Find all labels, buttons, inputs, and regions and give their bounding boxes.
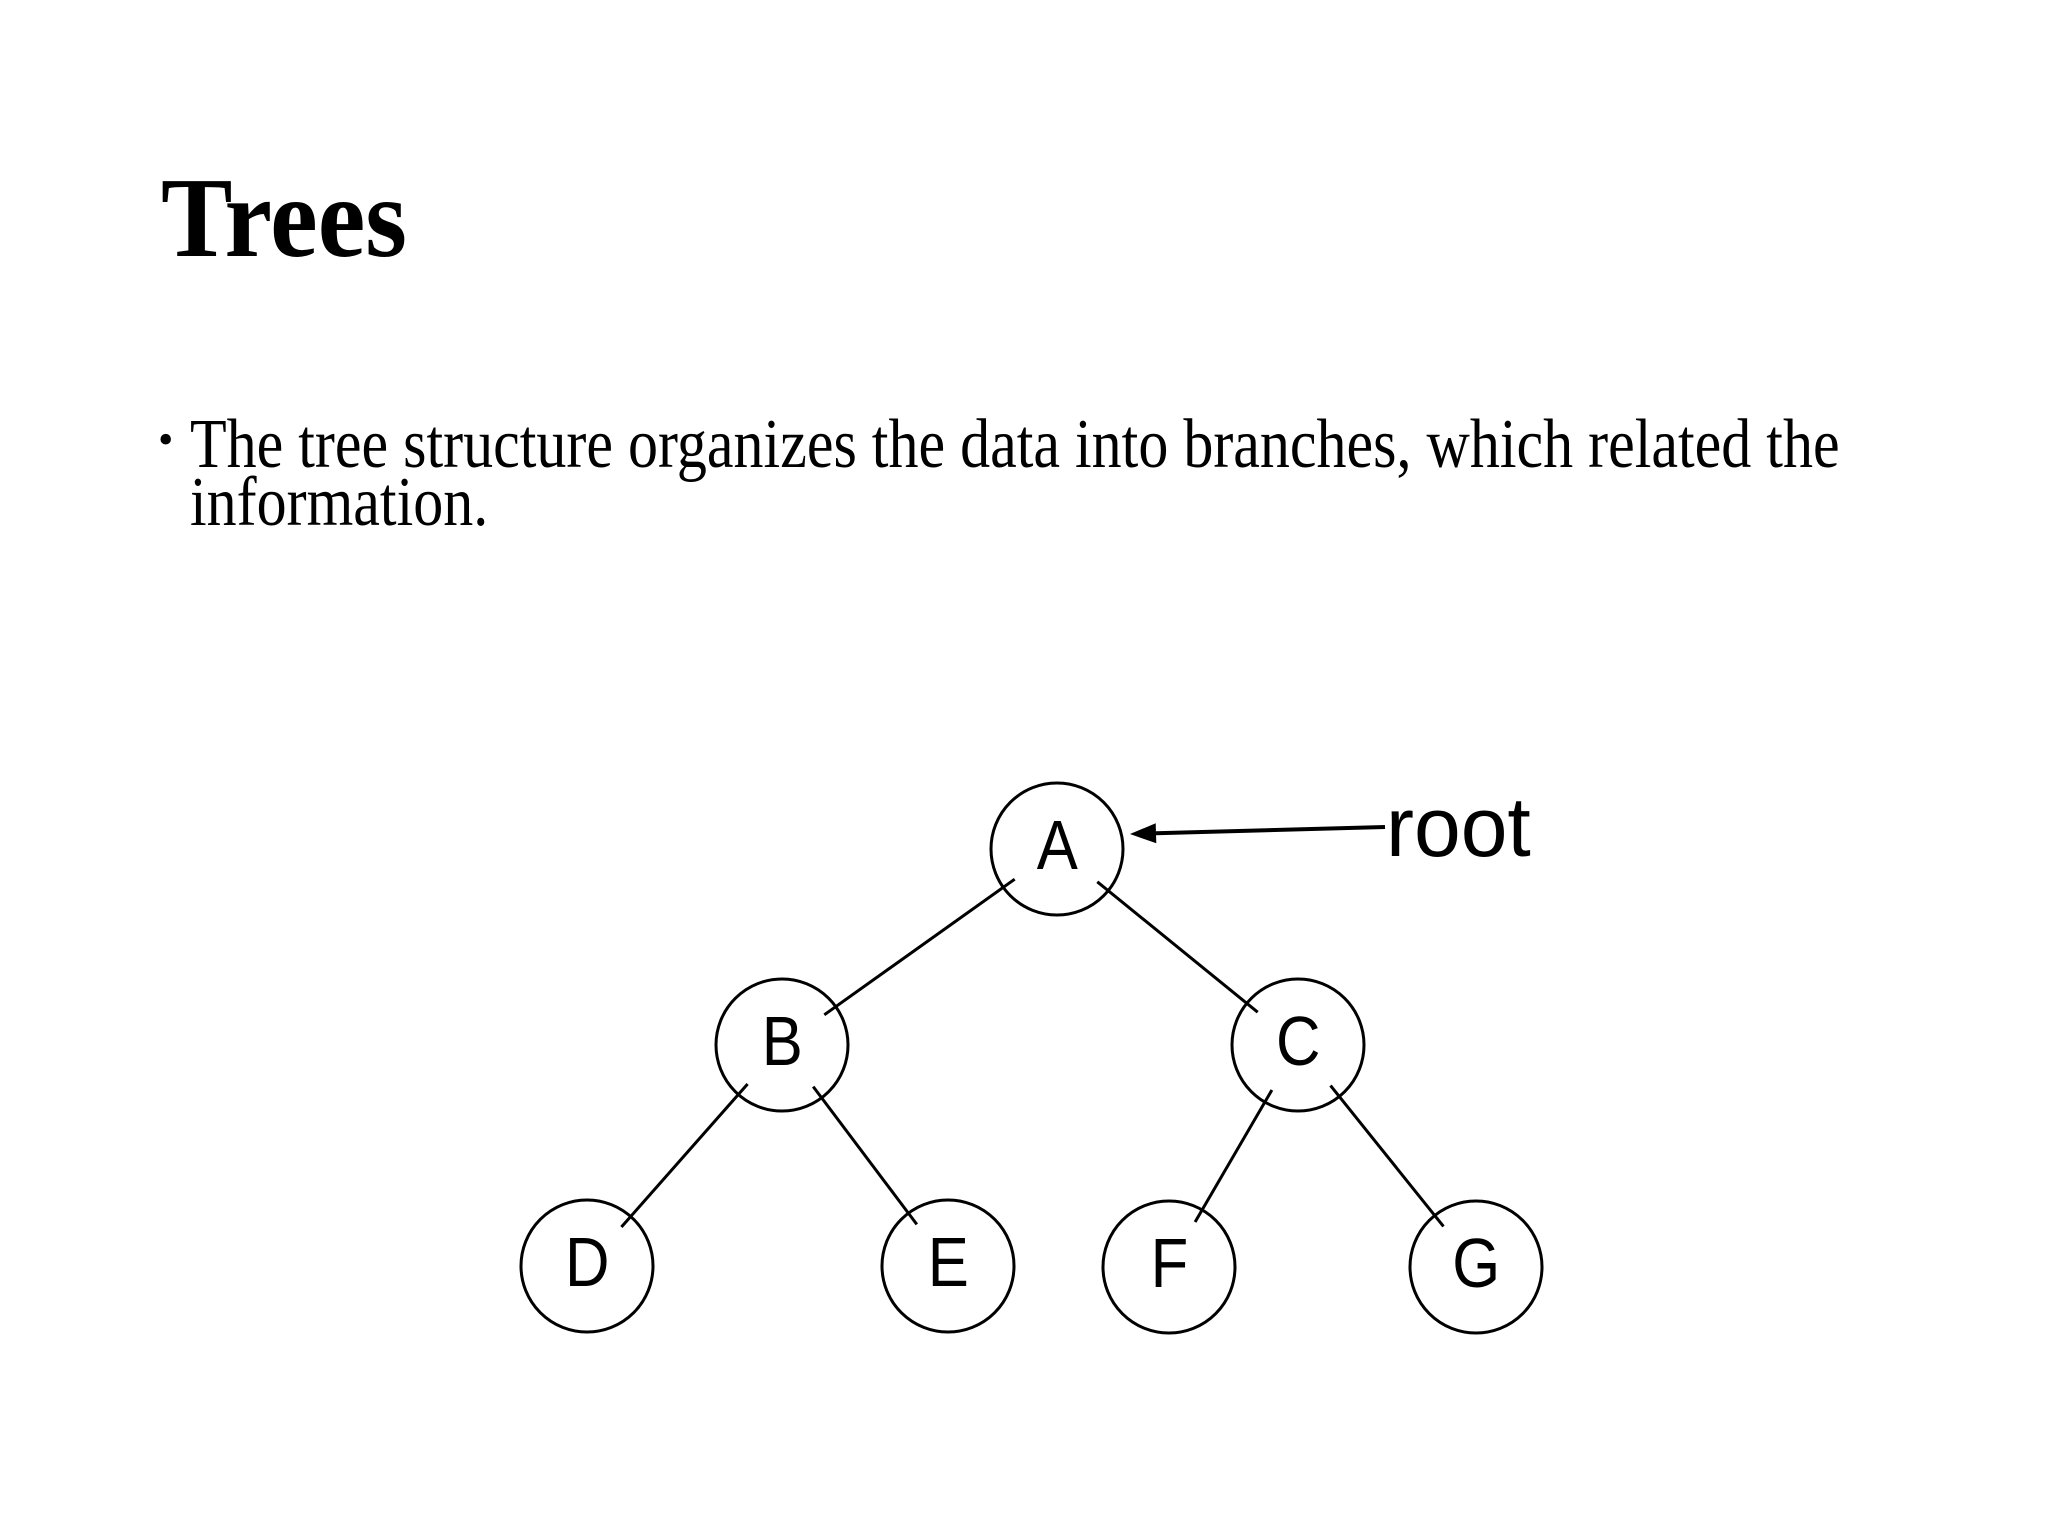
tree-edge-B-D xyxy=(620,1083,749,1228)
tree-node-letter: A xyxy=(1036,806,1078,884)
tree-node-label-D: D xyxy=(521,1196,653,1328)
tree-node-label-B: B xyxy=(716,975,848,1107)
tree-node-E xyxy=(880,1198,1016,1334)
tree-node-C xyxy=(1230,977,1366,1113)
tree-edge-B-E xyxy=(812,1085,918,1226)
tree-node-label-C: C xyxy=(1232,975,1364,1107)
tree-node-A xyxy=(989,781,1125,917)
tree-node-letter: E xyxy=(927,1223,969,1301)
tree-edge-A-B xyxy=(823,877,1016,1017)
tree-node-letter: G xyxy=(1452,1224,1500,1302)
tree-node-letter: B xyxy=(761,1002,803,1080)
tree-node-G xyxy=(1408,1199,1544,1335)
tree-node-label-E: E xyxy=(882,1196,1014,1328)
tree-edge-C-G xyxy=(1329,1084,1445,1228)
root-arrowhead-icon xyxy=(1130,823,1157,844)
bullet-text-line-2: information. xyxy=(190,464,489,541)
root-label: root xyxy=(1386,780,1531,874)
tree-edge-C-F xyxy=(1193,1089,1274,1223)
tree-node-letter: F xyxy=(1150,1224,1188,1302)
bullet-text: The tree structure organizes the data in… xyxy=(190,406,1840,541)
tree-node-label-F: F xyxy=(1103,1197,1235,1329)
tree-node-letter: D xyxy=(564,1223,610,1301)
tree-edge-A-C xyxy=(1096,880,1259,1014)
bullet-marker: • xyxy=(158,415,174,464)
slide-title: Trees xyxy=(161,154,407,281)
tree-node-label-A: A xyxy=(991,779,1123,911)
root-arrow-line xyxy=(1155,825,1386,836)
tree-node-F xyxy=(1101,1199,1237,1335)
tree-node-B xyxy=(714,977,850,1113)
tree-node-letter: C xyxy=(1275,1002,1321,1080)
bullet-text-line-1: The tree structure organizes the data in… xyxy=(190,406,1840,483)
tree-node-D xyxy=(519,1198,655,1334)
tree-node-label-G: G xyxy=(1410,1197,1542,1329)
